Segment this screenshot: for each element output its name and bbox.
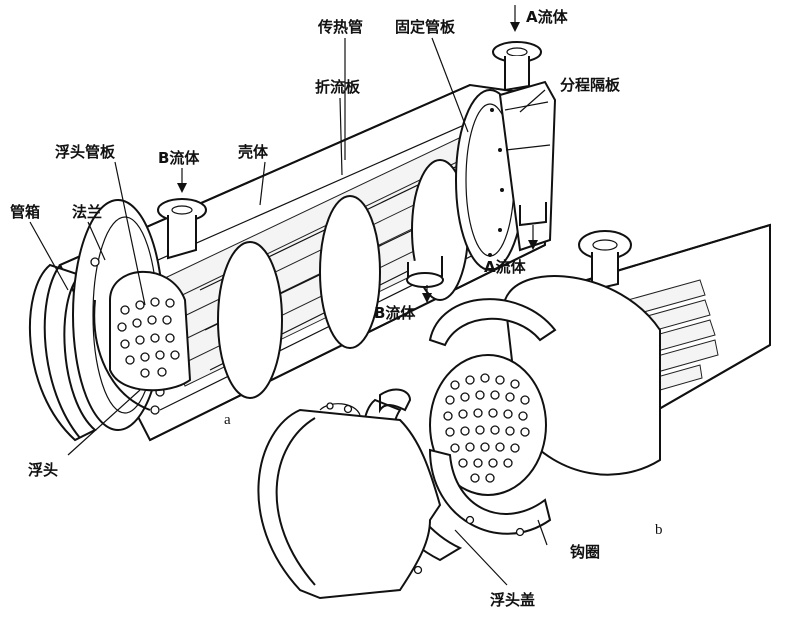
label-hook-ring: 钩圈 xyxy=(570,543,600,561)
hook-ring-lower xyxy=(428,448,552,537)
floating-tube-sheet-part xyxy=(109,270,192,392)
label-fluid-a-inlet: A流体 xyxy=(526,8,569,26)
label-shell: 壳体 xyxy=(237,143,269,161)
label-baffle: 折流板 xyxy=(315,78,361,96)
sublabel-b: b xyxy=(655,522,663,538)
leaders xyxy=(29,5,548,586)
floating-head-cover-outer xyxy=(257,402,442,600)
nozzle-a-outlet xyxy=(519,202,547,227)
label-floating-head-cover: 浮头盖 xyxy=(490,591,535,609)
front-channel xyxy=(29,263,97,442)
labels: 传热管 固定管板 A流体 折流板 分程隔板 浮头管板 B流体 壳体 管箱 法兰 … xyxy=(10,8,663,609)
baffle-1 xyxy=(217,241,283,399)
label-fluid-b-inlet: B流体 xyxy=(158,149,200,167)
figure-b xyxy=(257,223,771,600)
nozzle-a-inlet xyxy=(492,41,542,92)
label-pass-partition: 分程隔板 xyxy=(560,76,621,94)
label-fluid-b-outlet: B流体 xyxy=(374,304,416,322)
floating-head-shell xyxy=(93,299,151,411)
floating-tube-sheet-b xyxy=(429,354,547,496)
sublabel-a: a xyxy=(224,412,231,428)
nozzle-b-inlet xyxy=(157,198,207,260)
split-ring-upper xyxy=(428,298,557,347)
baffle-2 xyxy=(319,195,381,349)
figure-a xyxy=(29,41,557,442)
label-channel: 管箱 xyxy=(10,203,40,221)
nozzle-b-outlet xyxy=(406,256,444,288)
label-flange: 法兰 xyxy=(72,203,102,221)
label-fixed-tube-sheet: 固定管板 xyxy=(395,18,456,36)
label-floating-tube-sheet: 浮头管板 xyxy=(55,143,116,161)
nozzle-b xyxy=(578,230,632,292)
label-heat-transfer-tube: 传热管 xyxy=(317,18,363,36)
label-fluid-a-outlet: A流体 xyxy=(484,258,527,276)
label-floating-head: 浮头 xyxy=(28,461,58,479)
